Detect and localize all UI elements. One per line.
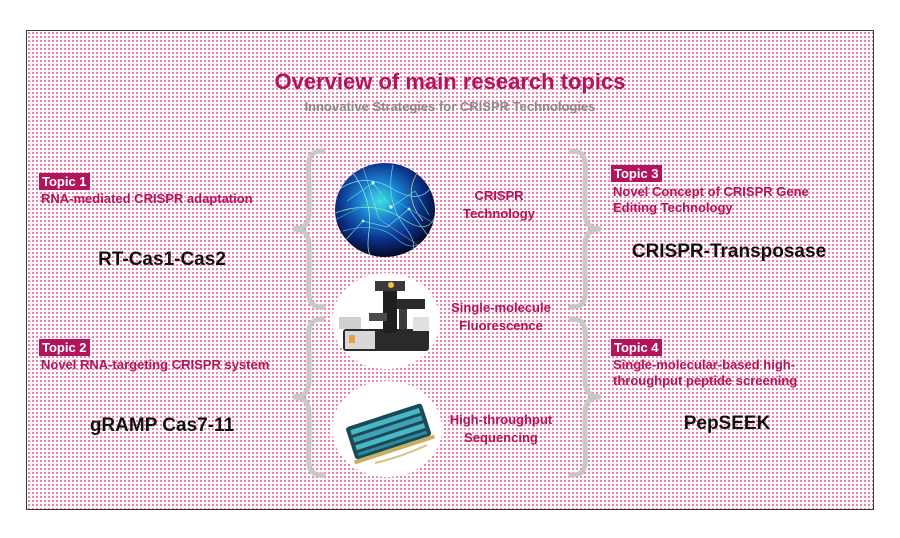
tech-label-sequencing: High-throughput Sequencing	[431, 411, 571, 447]
tech-label-crispr-line-1: CRISPR	[474, 188, 524, 203]
topic-4-description: Single-molecular-based high- throughput …	[613, 357, 797, 389]
tech-label-single-molecule-line-1: Single-molecule	[451, 300, 551, 315]
left-upper-brace	[292, 148, 326, 310]
page-title: Overview of main research topics	[274, 69, 626, 94]
topic-4-description-line-1: Single-molecular-based high-	[613, 357, 796, 372]
topic-2-description: Novel RNA-targeting CRISPR system	[41, 357, 270, 372]
sequencing-flowcell-image	[332, 381, 442, 477]
tech-label-sequencing-line-2: Sequencing	[464, 430, 538, 445]
right-lower-brace	[568, 316, 602, 478]
tech-label-single-molecule-line-2: Fluorescence	[459, 318, 543, 333]
topic-4-name: PepSEEK	[683, 413, 771, 434]
right-upper-brace	[568, 148, 602, 310]
topic-1-description: RNA-mediated CRISPR adaptation	[41, 191, 253, 206]
topic-1-name: RT-Cas1-Cas2	[98, 249, 226, 270]
topic-3-description-line-2: Editing Technology	[613, 200, 733, 215]
microscope-image	[332, 273, 440, 369]
left-lower-brace	[292, 316, 326, 478]
topic-1-tag: Topic 1	[39, 173, 90, 190]
tech-label-single-molecule: Single-molecule Fluorescence	[431, 299, 571, 335]
topic-2-name: gRAMP Cas7-11	[89, 415, 235, 436]
topic-3-name: CRISPR-Transposase	[631, 241, 827, 262]
topic-4-description-line-2: throughput peptide screening	[613, 373, 798, 388]
page-subtitle: Innovative Strategies for CRISPR Technol…	[304, 99, 596, 114]
tech-label-crispr: CRISPR Technology	[439, 187, 559, 223]
topic-3-tag: Topic 3	[611, 165, 662, 182]
topic-4-tag: Topic 4	[611, 339, 662, 356]
topic-2-tag: Topic 2	[39, 339, 90, 356]
tech-label-crispr-line-2: Technology	[463, 206, 535, 221]
slide-canvas: Overview of main research topics Innovat…	[26, 30, 874, 510]
topic-3-description-line-1: Novel Concept of CRISPR Gene	[613, 184, 809, 199]
topic-3-description: Novel Concept of CRISPR Gene Editing Tec…	[613, 184, 809, 216]
tech-label-sequencing-line-1: High-throughput	[449, 412, 553, 427]
neural-network-image	[335, 163, 435, 257]
